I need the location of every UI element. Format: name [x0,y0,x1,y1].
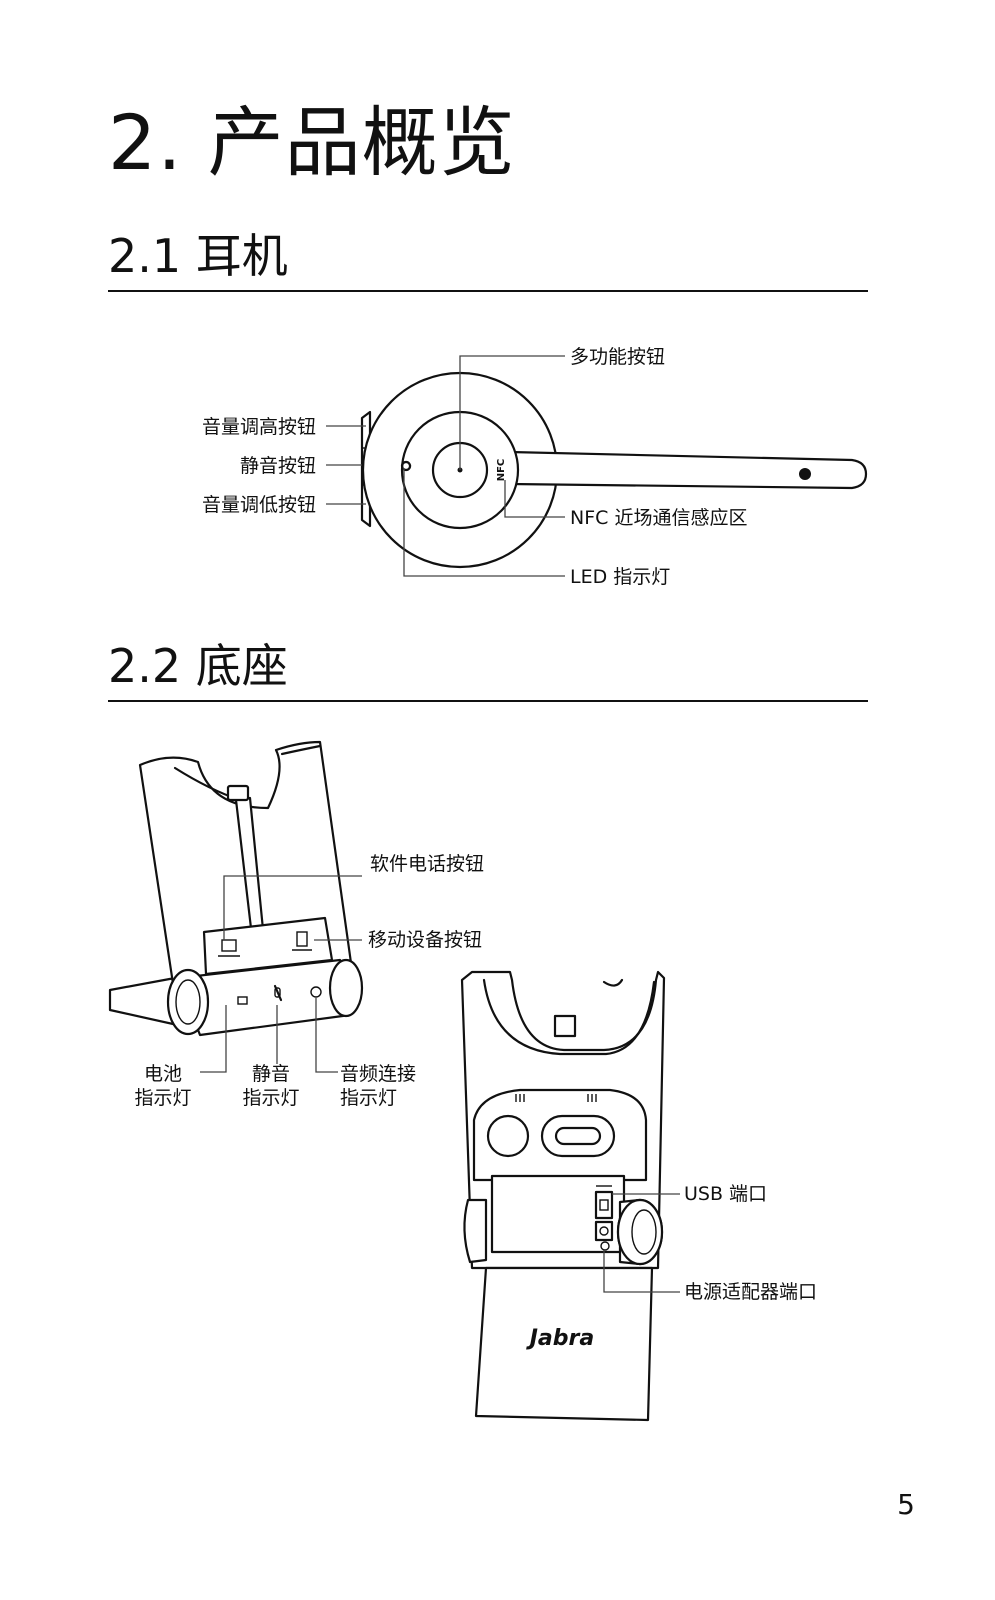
page-title: 2. 产品概览 [108,98,516,187]
headset-icon [310,986,322,998]
base-back-leader-lines [603,1193,680,1293]
label-volume-up-button: 音量调高按钮 [201,416,316,438]
bluetooth-icon [799,468,811,480]
section-heading-headset: 2.1 耳机 [108,229,288,283]
label-power-adapter-port: 电源适配器端口 [684,1281,818,1303]
label-mute-button: 静音按钮 [239,455,316,477]
page-number: 5 [897,1488,915,1521]
label-led-indicator: LED 指示灯 [570,566,671,588]
label-nfc-zone: NFC 近场通信感应区 [570,507,748,529]
base-front-illustration [108,740,364,1037]
base-front-leader-lines [200,875,362,1073]
label-volume-down-button: 音量调低按钮 [201,494,316,516]
battery-icon [237,996,248,1005]
label-usb-port: USB 端口 [684,1183,768,1205]
label-mobile-button: 移动设备按钮 [368,929,483,951]
label-mute-indicator: 静音 指示灯 [242,1063,300,1109]
headset-leader-lines [326,355,565,577]
label-battery-indicator: 电池 指示灯 [134,1063,192,1109]
laptop-icon [218,939,240,957]
vent-marks [515,1094,597,1102]
base-back-illustration [460,970,666,1422]
mute-icon [273,984,283,1002]
section-divider [108,290,868,292]
section-heading-base: 2.2 底座 [108,639,288,693]
nfc-mark: NFC [496,459,507,482]
label-audio-link-indicator: 音频连接 指示灯 [340,1063,417,1109]
label-multifunction-button: 多功能按钮 [570,346,666,368]
label-softphone-button: 软件电话按钮 [370,853,485,875]
usb-icon [594,1185,614,1220]
brand-logo: Jabra [526,1326,594,1351]
section-divider [108,700,868,702]
phone-icon [292,931,312,951]
headset-illustration [360,371,868,569]
